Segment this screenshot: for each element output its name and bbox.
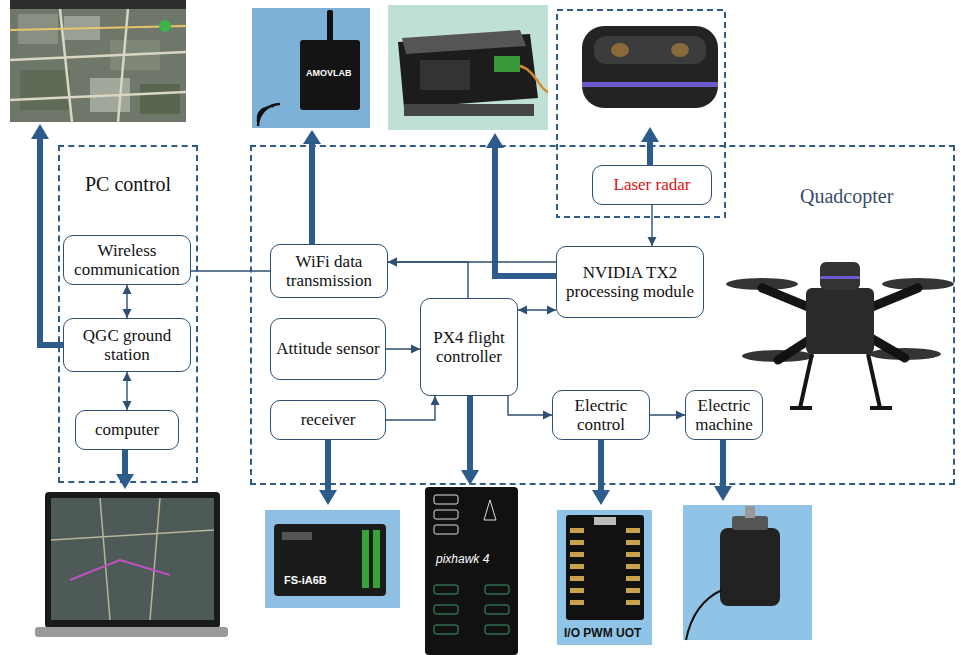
box-label: WiFi data transmission bbox=[276, 252, 382, 290]
arrow-head bbox=[543, 411, 552, 420]
lidar-picture bbox=[557, 10, 725, 217]
quadcopter-picture bbox=[726, 262, 954, 408]
part-label: pixhawk 4 bbox=[436, 552, 489, 566]
group-title: PC control bbox=[85, 173, 171, 195]
process-box: Laser radar bbox=[592, 165, 712, 205]
box-label: QGC ground station bbox=[69, 326, 185, 364]
pwm-board-picture bbox=[557, 510, 652, 645]
process-box: WiFi data transmission bbox=[270, 244, 388, 298]
arrow-head bbox=[431, 396, 440, 405]
arrow-head bbox=[123, 401, 132, 410]
process-box: Electric machine bbox=[685, 390, 763, 440]
part-label: AMOVLAB bbox=[306, 68, 352, 78]
part-label: I/O PWM UOT bbox=[564, 626, 641, 640]
group-frame: PC controlWireless communicationQGC grou… bbox=[58, 145, 198, 483]
arrow-head bbox=[123, 372, 132, 381]
process-box: PX4 flight controller bbox=[420, 298, 518, 396]
arrow-head bbox=[676, 411, 685, 420]
connector bbox=[388, 262, 468, 298]
map-picture bbox=[10, 0, 186, 122]
arrow-head bbox=[388, 258, 397, 267]
box-label: NVIDIA TX2 processing module bbox=[562, 263, 698, 301]
connector bbox=[191, 270, 270, 271]
box-label: Electric control bbox=[558, 396, 644, 434]
arrow-head bbox=[123, 309, 132, 318]
arrow-head bbox=[518, 306, 527, 315]
process-box: QGC ground station bbox=[63, 318, 191, 372]
tx2-board-picture bbox=[388, 5, 548, 130]
group-title: Quadcopter bbox=[800, 185, 893, 207]
group-frame: Quadcopter Laser radarWiFi data transmiss… bbox=[250, 145, 955, 485]
box-label: Laser radar bbox=[614, 175, 691, 194]
process-box: receiver bbox=[270, 400, 386, 440]
thick-arrows bbox=[31, 124, 732, 505]
box-label: PX4 flight controller bbox=[426, 328, 512, 366]
pixhawk-picture bbox=[425, 487, 518, 655]
arrow-head bbox=[411, 345, 420, 354]
process-box: computer bbox=[75, 410, 179, 450]
arrow-head bbox=[648, 237, 657, 246]
part-label: FS-iA6B bbox=[284, 574, 327, 586]
process-box: Electric control bbox=[552, 390, 650, 440]
box-label: Wireless communication bbox=[69, 241, 185, 279]
arrow-head bbox=[123, 285, 132, 294]
arrow-head bbox=[388, 258, 397, 267]
laptop-picture bbox=[35, 492, 228, 637]
process-box: Wireless communication bbox=[63, 235, 191, 285]
box-label: computer bbox=[95, 420, 159, 439]
motor-picture bbox=[683, 505, 812, 640]
process-box: Attitude sensor bbox=[270, 318, 386, 380]
box-label: Attitude sensor bbox=[276, 339, 379, 358]
receiver-picture bbox=[265, 510, 400, 608]
wifi-module-picture bbox=[252, 8, 370, 128]
box-label: receiver bbox=[301, 410, 356, 429]
connector bbox=[386, 396, 435, 420]
arrow-head bbox=[547, 306, 556, 315]
process-box: NVIDIA TX2 processing module bbox=[556, 246, 704, 318]
box-label: Electric machine bbox=[691, 396, 757, 434]
